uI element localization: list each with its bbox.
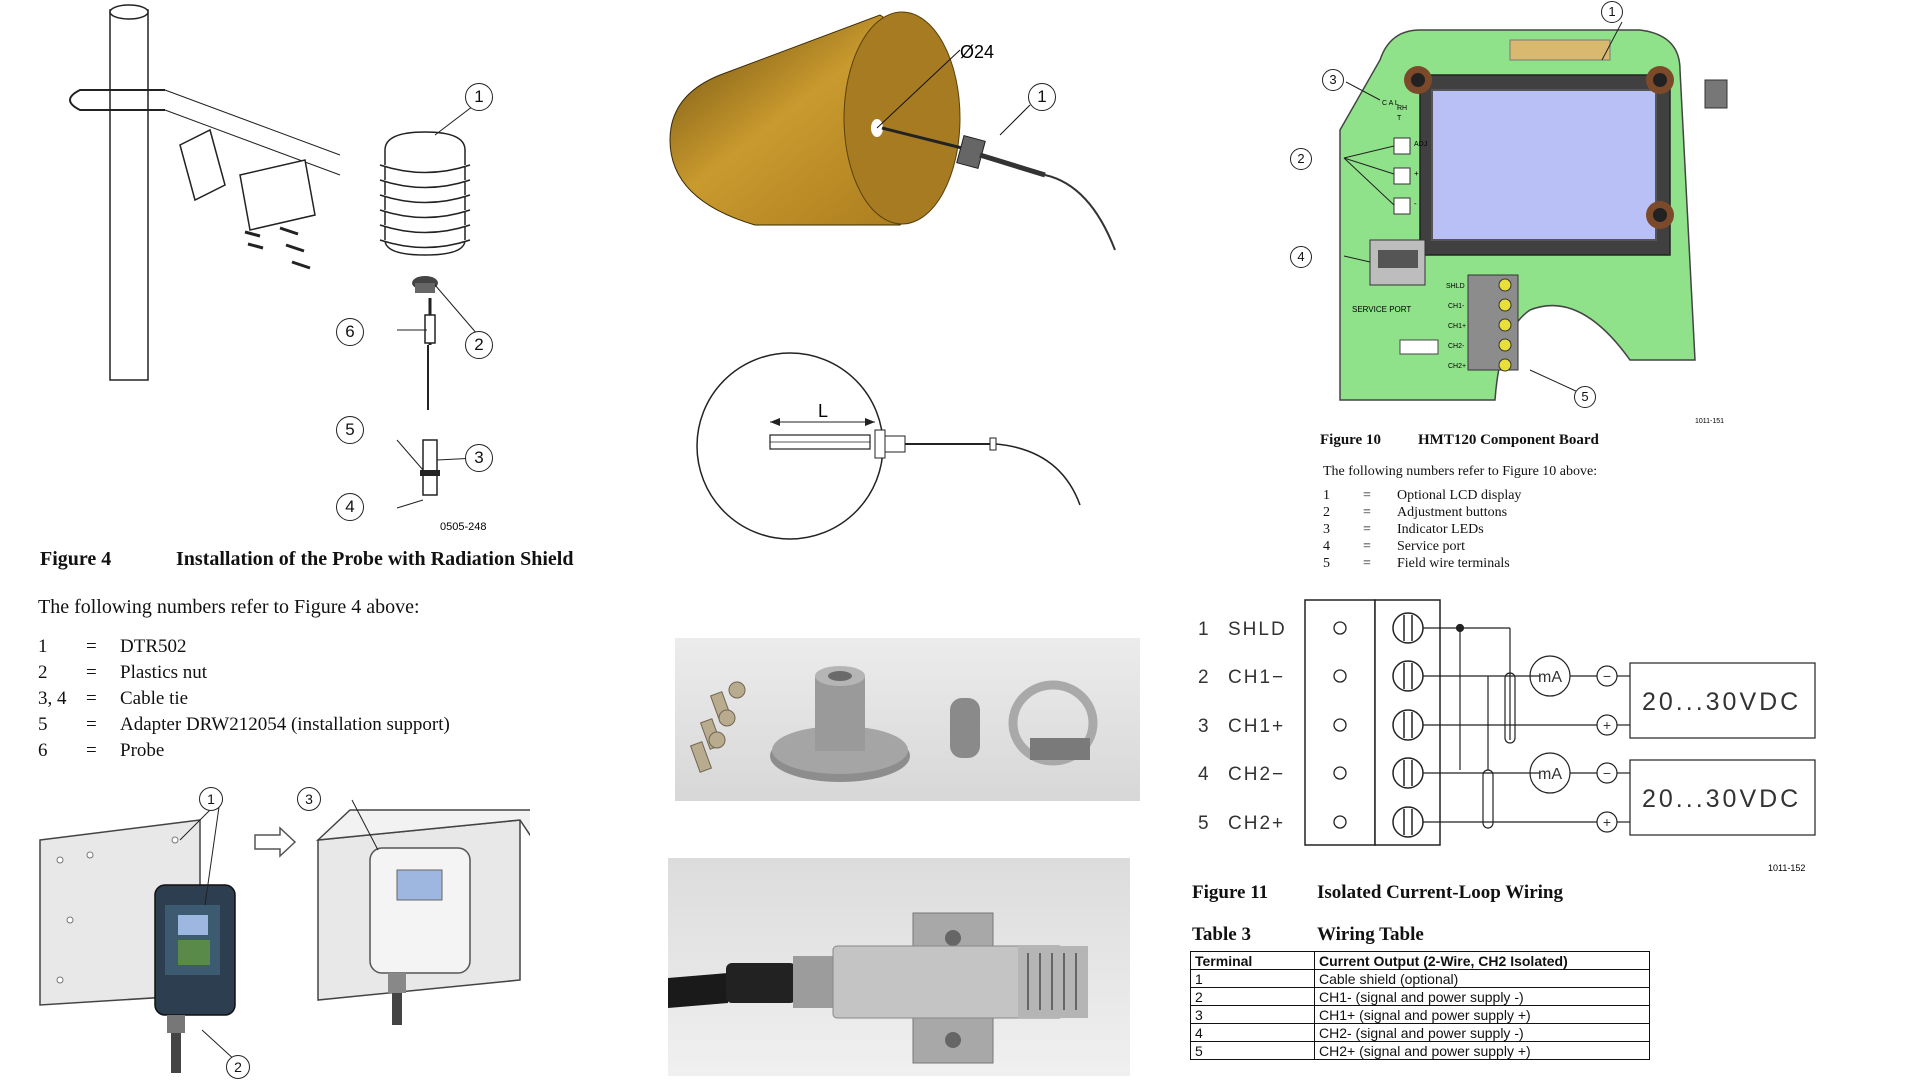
wiring-terminal-name: CH2− <box>1228 764 1285 785</box>
board-label-plus: + <box>1414 169 1419 178</box>
mounting-plate-drawing <box>39 799 530 1073</box>
wiring-table-header: Terminal Current Output (2-Wire, CH2 Iso… <box>1190 951 1650 970</box>
supply-plus-sign: + <box>1603 814 1611 830</box>
figure10-caption: Figure 10 HMT120 Component Board <box>1320 432 1599 449</box>
figure4-caption: Figure 4 Installation of the Probe with R… <box>40 548 573 571</box>
board-label-cal: C A L <box>1382 100 1399 107</box>
probe-length-drawing: L <box>696 352 1081 540</box>
board-label-adj: ADJ <box>1414 141 1427 148</box>
board-label-led-t: T <box>1397 115 1402 122</box>
figure10-item: 1=Optional LCD display <box>1323 488 1522 503</box>
installation-kit-photo <box>675 638 1140 801</box>
figure4-item: 3, 4=Cable tie <box>38 688 189 709</box>
figure11-drawing-code: 1011-152 <box>1768 863 1805 873</box>
board-label-led-rh: RH <box>1397 105 1407 112</box>
figure4-callout-4: 4 <box>336 493 364 521</box>
board-label-service-port: SERVICE PORT <box>1352 305 1411 314</box>
figure10-item: 3=Indicator LEDs <box>1323 522 1484 537</box>
figure10-caption-number: Figure 10 <box>1320 432 1381 448</box>
wiring-terminal-num: 3 <box>1198 716 1211 737</box>
figure10-item: 5=Field wire terminals <box>1323 556 1510 571</box>
supply-minus-sign: − <box>1603 668 1611 684</box>
supply-plus-sign: + <box>1603 717 1611 733</box>
probe-holder-image <box>668 912 1088 1064</box>
wiring-terminal-name: SHLD <box>1228 619 1287 640</box>
board-callout-2: 2 <box>1290 148 1312 170</box>
duct-diameter-label: Ø24 <box>960 42 994 62</box>
mounting-callout-2: 2 <box>226 1055 250 1079</box>
board-terminal-label: CH1+ <box>1448 323 1466 330</box>
figure4-item: 1=DTR502 <box>38 636 187 657</box>
figure11-caption: Figure 11 Isolated Current-Loop Wiring <box>1192 882 1563 904</box>
mounting-callout-3: 3 <box>297 787 321 811</box>
wiring-table-header-output: Current Output (2-Wire, CH2 Isolated) <box>1314 951 1650 970</box>
figure4-intro: The following numbers refer to Figure 4 … <box>38 596 420 618</box>
wiring-terminal-num: 2 <box>1198 667 1211 688</box>
table3-label-number: Table 3 <box>1192 924 1251 945</box>
board-callout-3: 3 <box>1322 69 1344 91</box>
figure4-item: 6=Probe <box>38 740 165 761</box>
wiring-terminal-name: CH1− <box>1228 667 1285 688</box>
wiring-table: Terminal Current Output (2-Wire, CH2 Iso… <box>1190 951 1650 1060</box>
supply-label: 20...30VDC <box>1642 785 1801 813</box>
figure4-callout-1: 1 <box>465 83 493 111</box>
board-callout-1: 1 <box>1601 1 1623 23</box>
wiring-terminal-num: 1 <box>1198 619 1211 640</box>
duct-callout-1: 1 <box>1028 83 1056 111</box>
mounting-callout-1: 1 <box>199 787 223 811</box>
figure10-drawing-code: 1011-151 <box>1695 418 1724 425</box>
board-terminal-label: CH2- <box>1448 343 1465 350</box>
figure4-item: 5=Adapter DRW212054 (installation suppor… <box>38 714 450 735</box>
probe-length-label: L <box>818 401 828 421</box>
installation-kit-image <box>689 666 1098 782</box>
figure4-callout-5: 5 <box>336 416 364 444</box>
figure4-caption-number: Figure 4 <box>40 548 112 570</box>
figure11-caption-number: Figure 11 <box>1192 882 1269 903</box>
wiring-table-header-terminal: Terminal <box>1190 951 1315 970</box>
figure10-item: 2=Adjustment buttons <box>1323 505 1508 520</box>
board-terminal-label: CH2+ <box>1448 363 1466 370</box>
figure4-callout-2: 2 <box>465 331 493 359</box>
wiring-terminal-num: 5 <box>1198 813 1211 834</box>
figure4-callout-6: 6 <box>336 318 364 346</box>
probe-holder-photo <box>668 858 1130 1076</box>
wiring-terminal-name: CH1+ <box>1228 716 1285 737</box>
board-callout-4: 4 <box>1290 246 1312 268</box>
wiring-diagram: 1 2 3 4 5 SHLD CH1− CH1+ CH2− CH2+ <box>1198 599 1816 873</box>
board-label-minus: - <box>1414 199 1417 208</box>
wiring-terminal-num: 4 <box>1198 764 1211 785</box>
figure10-intro: The following numbers refer to Figure 10… <box>1323 464 1598 479</box>
meter-label: mA <box>1538 669 1562 686</box>
component-board-drawing: C A L RH T ADJ + - SERVICE PORT SHLD CH1… <box>1339 21 1728 425</box>
meter-label: mA <box>1538 766 1562 783</box>
supply-label: 20...30VDC <box>1642 688 1801 716</box>
figure10-caption-title: HMT120 Component Board <box>1418 432 1599 448</box>
table3-label-title: Wiring Table <box>1317 924 1424 945</box>
board-callout-5: 5 <box>1574 386 1596 408</box>
table3-label: Table 3 Wiring Table <box>1192 924 1424 946</box>
figure4-drawing-code: 0505-248 <box>440 521 487 533</box>
figure4-item: 2=Plastics nut <box>38 662 208 683</box>
figure10-item: 4=Service port <box>1323 539 1466 554</box>
supply-minus-sign: − <box>1603 765 1611 781</box>
figure11-caption-title: Isolated Current-Loop Wiring <box>1317 882 1563 903</box>
figure4-caption-title: Installation of the Probe with Radiation… <box>176 548 574 570</box>
board-terminal-label: SHLD <box>1446 283 1465 290</box>
duct-drawing: Ø24 <box>669 11 1116 251</box>
board-terminal-label: CH1- <box>1448 303 1465 310</box>
figure4-callout-3: 3 <box>465 444 493 472</box>
wiring-terminal-name: CH2+ <box>1228 813 1285 834</box>
figure4-drawing: 0505-248 <box>69 4 487 533</box>
